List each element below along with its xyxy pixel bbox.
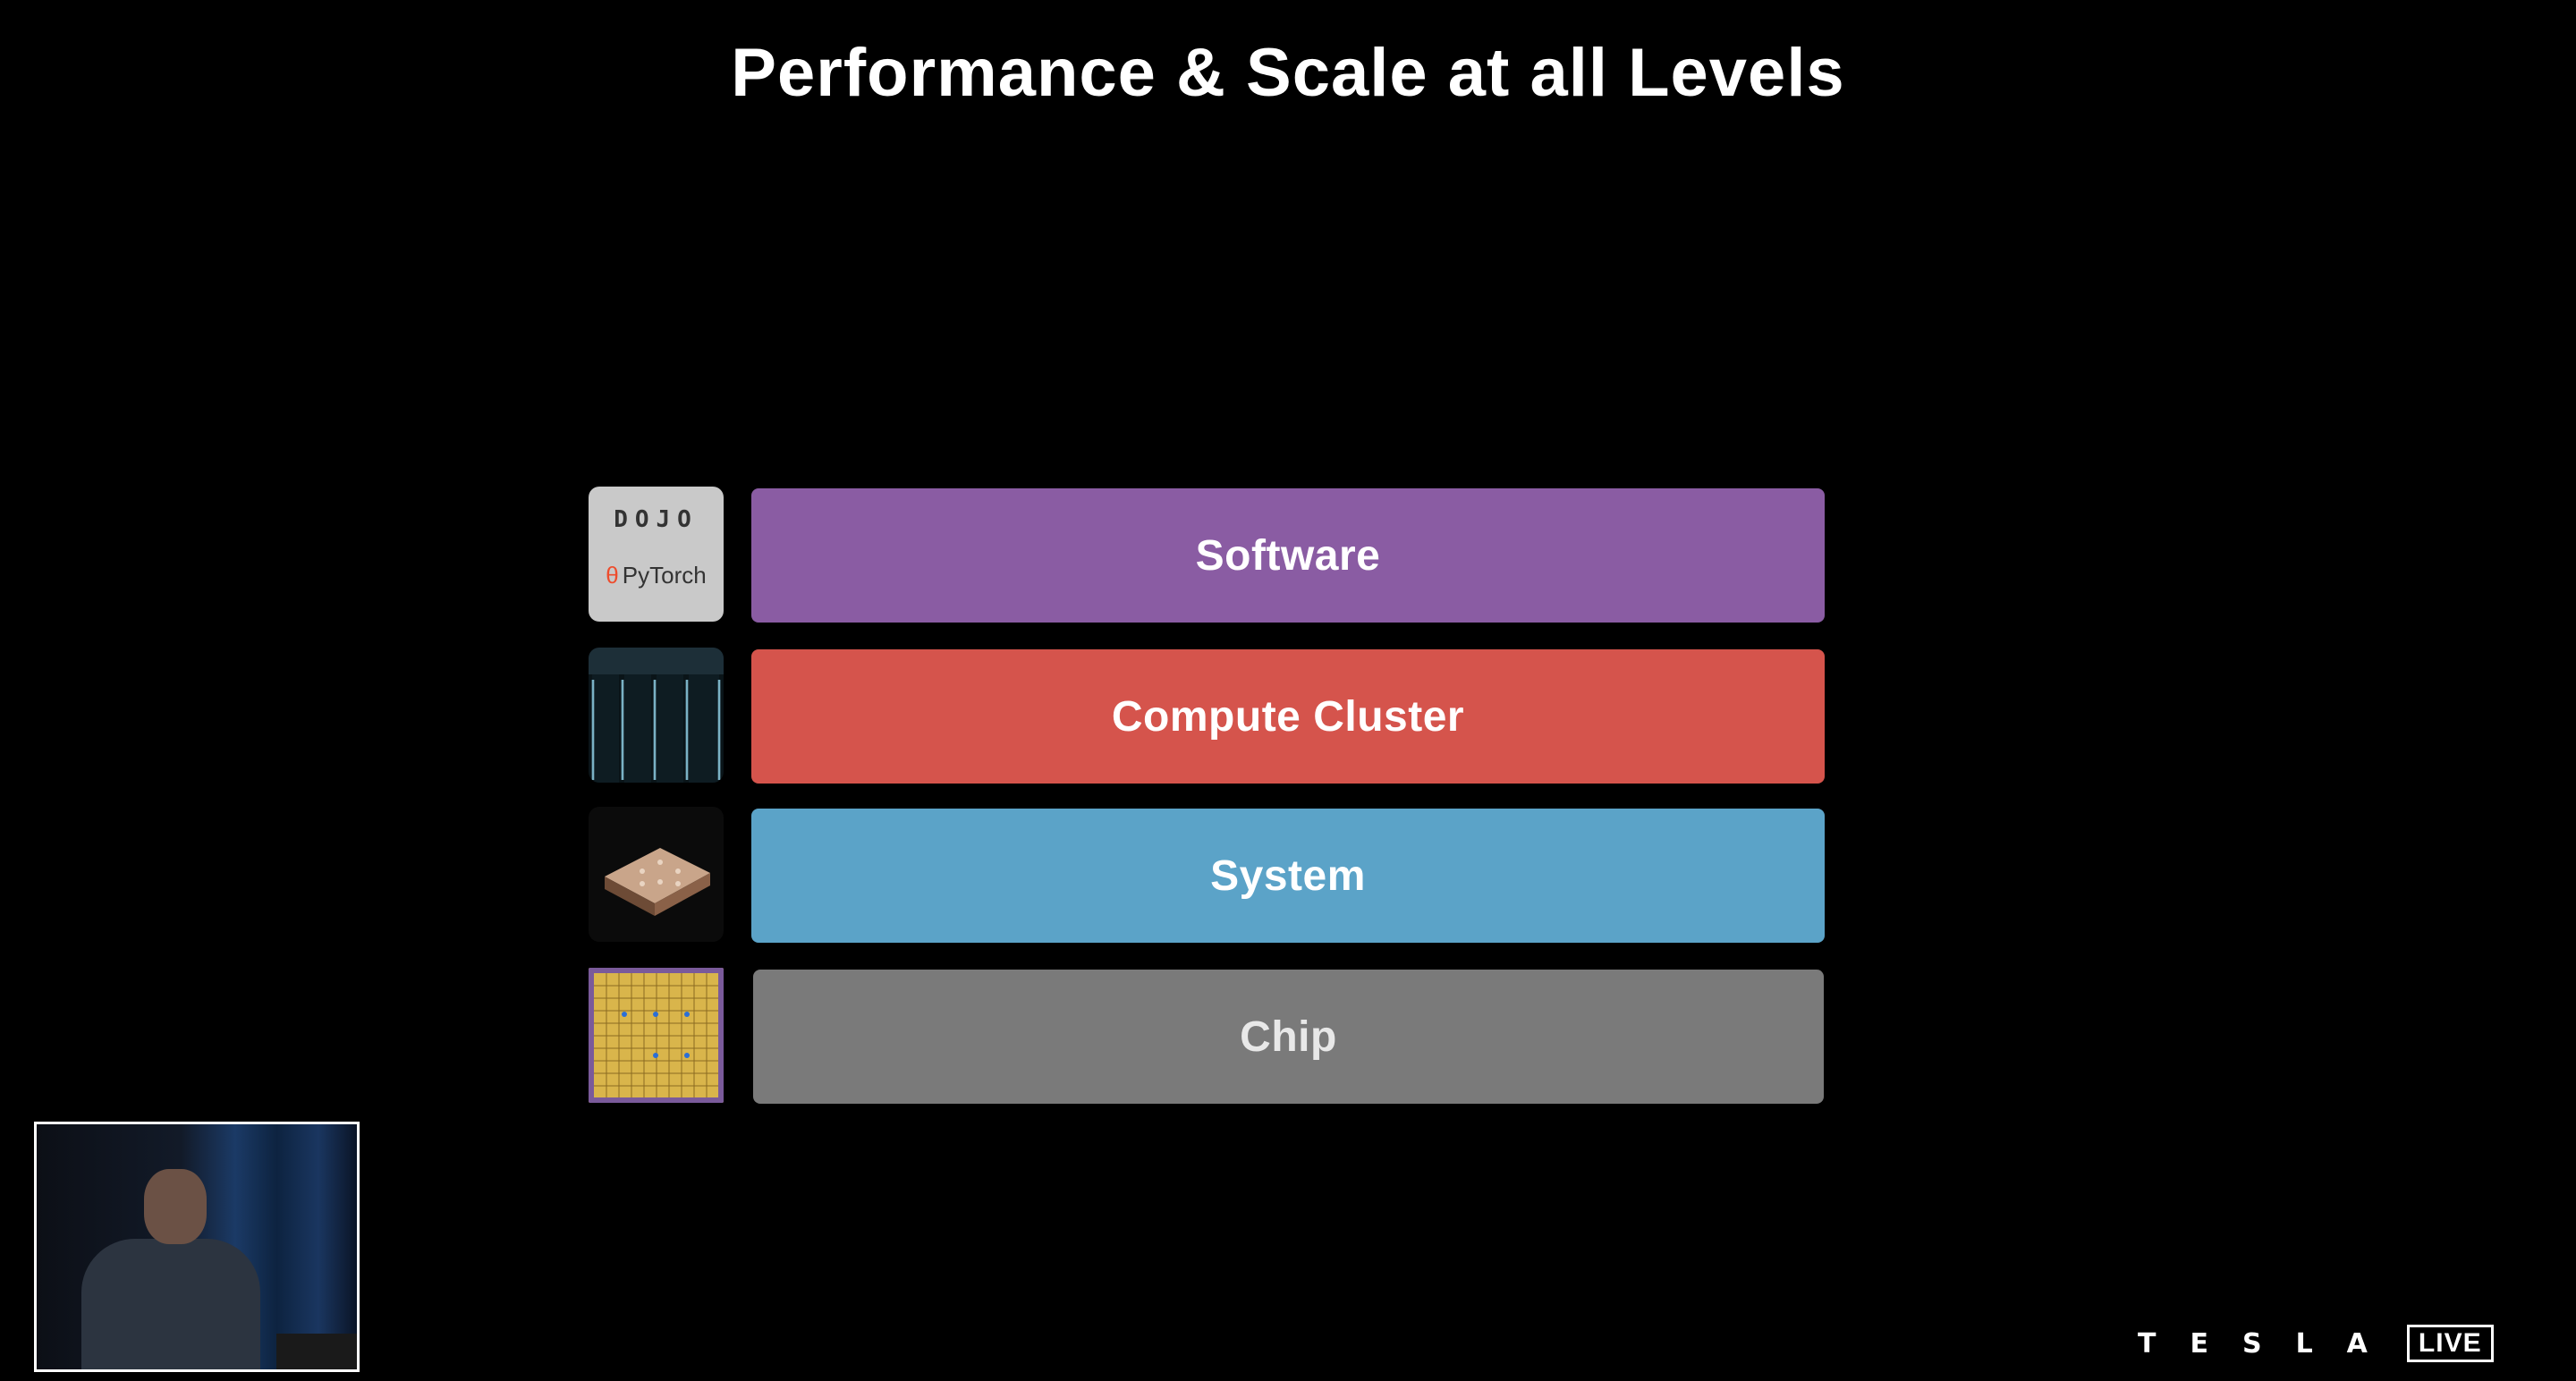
layer-row-system: System: [589, 807, 1827, 943]
layer-bar-software: Software: [751, 488, 1825, 623]
presenter-head: [144, 1169, 207, 1244]
presenter-video-feed-icon: [34, 1122, 360, 1372]
layer-row-chip: Chip: [589, 968, 1827, 1104]
presenter-body: [81, 1239, 260, 1369]
server-racks-icon: [589, 648, 724, 783]
slide-title: Performance & Scale at all Levels: [731, 35, 1845, 111]
layer-bar-compute-cluster: Compute Cluster: [751, 649, 1825, 784]
layer-bar-chip: Chip: [753, 970, 1824, 1104]
pytorch-flame-icon: θ: [606, 562, 619, 589]
dojo-logo-text: DOJO: [614, 506, 699, 533]
training-tile-icon: [589, 807, 724, 942]
pytorch-logo-text: PyTorch: [622, 562, 707, 589]
brand-watermark: TESLA LIVE: [2138, 1324, 2494, 1363]
layer-bar-system: System: [751, 809, 1825, 943]
live-badge: LIVE: [2406, 1325, 2494, 1362]
tesla-logo: TESLA: [2138, 1327, 2402, 1360]
chip-die-icon: [589, 968, 724, 1103]
layer-row-compute-cluster: Compute Cluster: [589, 648, 1827, 784]
podium: [276, 1334, 357, 1369]
